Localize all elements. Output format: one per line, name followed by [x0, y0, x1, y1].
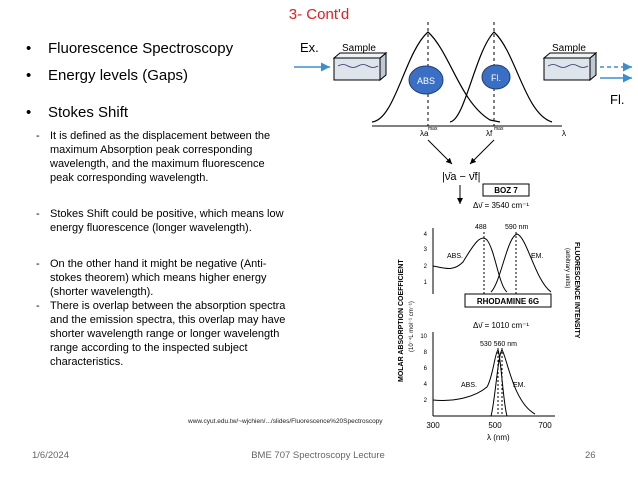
absorption-curve — [371, 31, 501, 123]
panel1-abs-label: ABS. — [447, 253, 463, 260]
y-left-label: MOLAR ABSORPTION COEFFICIENT — [398, 259, 405, 382]
panel1-em-label: EM. — [531, 253, 544, 260]
panel1-tick-2: 2 — [424, 264, 428, 270]
panel1-tick-1: 1 — [424, 280, 428, 286]
footer-date: 1/6/2024 — [32, 450, 69, 461]
fl-badge-label: Fl. — [491, 73, 501, 83]
absorption-fluorescence-diagram: Ex. Sample Sample Fl. ABS Fl. λa max λf … — [294, 22, 632, 204]
source-citation: www.cyut.edu.tw/~wjchien/.../slides/Fluo… — [188, 418, 383, 425]
lambda-axis-label: λ — [562, 129, 566, 138]
y-right-unit: (arbitrary units) — [564, 248, 570, 288]
sample-left-label: Sample — [342, 43, 376, 54]
panel1-tick-3: 3 — [424, 247, 428, 253]
panel2-em-label: EM. — [513, 382, 526, 389]
page-number: 26 — [585, 450, 596, 461]
arrow-fl-to-shift — [469, 139, 495, 165]
fluorescence-curve — [449, 31, 553, 123]
panel1-peak1: 488 — [475, 224, 487, 231]
panel2-tick-10: 10 — [420, 334, 427, 340]
sample-left-cuvette — [332, 51, 388, 82]
ex-label: Ex. — [300, 40, 319, 55]
panel2-tick-4: 4 — [424, 382, 428, 388]
fl-output-label: Fl. — [610, 92, 624, 107]
lambda-f-label: λf — [486, 129, 493, 138]
arrow-abs-to-shift — [427, 139, 453, 165]
panel1-tick-4: 4 — [424, 232, 428, 238]
lambda-f-max: max — [494, 126, 504, 132]
x-tick-700: 700 — [538, 421, 552, 430]
panel1-title-box — [482, 183, 530, 197]
point-positive-shift: -Stokes Shift could be positive, which m… — [36, 208, 284, 234]
panel2-peaks: 530 560 nm — [480, 341, 517, 348]
lambda-a-max: max — [428, 126, 438, 132]
spectra-figure: MOLAR ABSORPTION COEFFICIENT (10⁻⁴L mol⁻… — [398, 183, 580, 442]
sample-right-label: Sample — [552, 43, 586, 54]
footer-course-title: BME 707 Spectroscopy Lecture — [251, 450, 385, 461]
sample-right-cuvette — [542, 51, 598, 82]
panel1-em-curve — [490, 233, 552, 293]
slide-title: 3- Cont'd — [288, 6, 350, 23]
panel1-abs-curve — [432, 237, 508, 293]
panel1-shift: Δν̄ = 3540 cm⁻¹ — [473, 201, 529, 210]
point-overlap: -There is overlap between the absorption… — [36, 300, 286, 368]
x-tick-500: 500 — [488, 421, 502, 430]
panel2-abs-label: ABS. — [461, 382, 477, 389]
panel2-title: RHODAMINE 6G — [477, 297, 539, 306]
panel2-tick-6: 6 — [424, 366, 428, 372]
stokes-shift-formula: |ν̄a − ν̄f| — [442, 171, 480, 183]
bullet-fluorescence-spectroscopy: Fluorescence Spectroscopy — [26, 40, 233, 57]
point-negative-shift: -On the other hand it might be negative … — [36, 258, 267, 298]
y-right-label: FLUORESCENCE INTENSITY — [573, 242, 580, 339]
panel2-shift: Δν̄ = 1010 cm⁻¹ — [473, 321, 529, 330]
panel2-abs-curve — [432, 349, 508, 417]
panel2-tick-2: 2 — [424, 398, 428, 404]
panel2-title-box — [464, 293, 552, 308]
x-tick-300: 300 — [426, 421, 440, 430]
panel2-tick-8: 8 — [424, 350, 428, 356]
panel1-peak2: 590 nm — [505, 224, 529, 231]
x-axis-label: λ (nm) — [487, 433, 510, 442]
fl-badge — [481, 64, 511, 90]
bullet-energy-levels: Energy levels (Gaps) — [26, 67, 188, 84]
abs-badge-label: ABS — [417, 76, 435, 86]
lambda-a-label: λa — [420, 129, 429, 138]
bullet-stokes-shift: Stokes Shift — [26, 104, 128, 121]
panel1-title: BOZ 7 — [494, 186, 518, 195]
point-definition: -It is defined as the displacement betwe… — [36, 130, 271, 184]
abs-badge — [408, 65, 444, 95]
y-left-unit: (10⁻⁴L mol⁻¹ cm⁻¹) — [408, 301, 415, 352]
